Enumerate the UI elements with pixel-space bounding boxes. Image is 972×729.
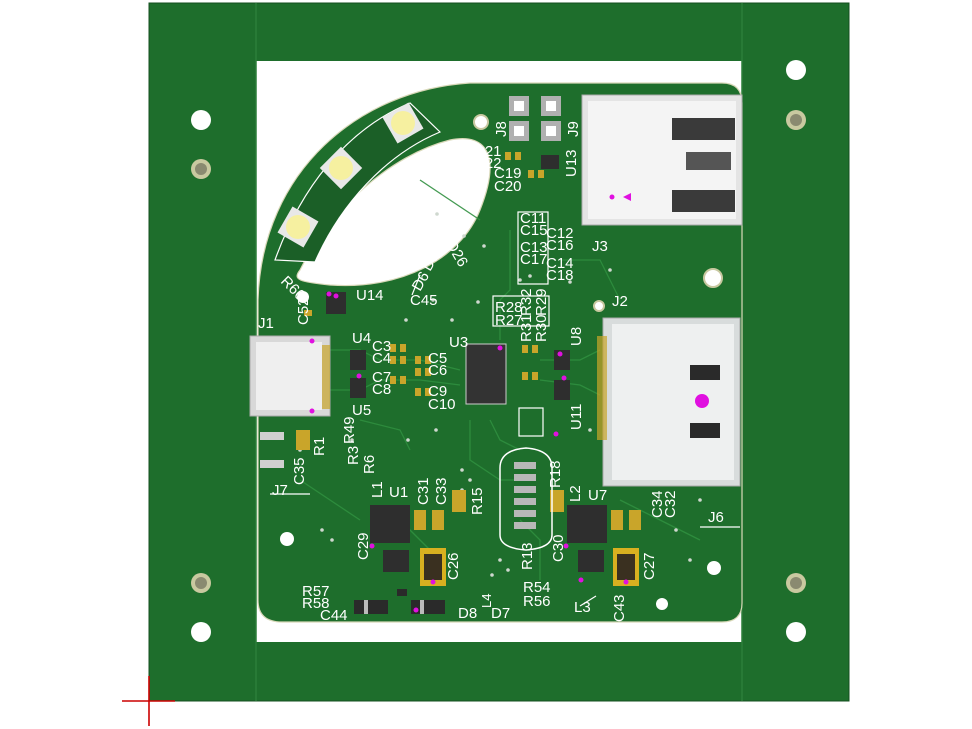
ic-small-regulators — [350, 350, 604, 572]
connector-j6-outline — [499, 447, 553, 551]
label-c3: C3 — [372, 338, 391, 355]
label-c20: C20 — [494, 178, 522, 195]
label-c16: C16 — [546, 237, 574, 254]
label-r54: R54 — [523, 579, 551, 596]
ic-u7 — [567, 505, 607, 543]
silkscreen-outlines — [270, 211, 740, 607]
label-j8: J8 — [493, 121, 510, 137]
label-r1: R1 — [311, 437, 328, 456]
label-u8: U8 — [568, 327, 585, 346]
label-c52: C52 — [295, 297, 312, 325]
label-r15: R15 — [469, 487, 486, 515]
label-j3: J3 — [592, 238, 608, 255]
label-d8: D8 — [458, 605, 477, 622]
led-1 — [277, 206, 319, 248]
tooling-holes — [191, 60, 806, 642]
label-c44: C44 — [320, 607, 348, 624]
connector-j6-pins — [514, 462, 536, 529]
label-r27: R27 — [495, 312, 523, 329]
label-j9: J9 — [565, 121, 582, 137]
label-r28: R28 — [495, 299, 523, 316]
led-2 — [319, 146, 363, 190]
label-c6: C6 — [428, 362, 447, 379]
label-j7: J7 — [272, 482, 288, 499]
pin-headers-j8-j9 — [509, 96, 561, 141]
passive-pads — [260, 152, 641, 530]
label-r3: R3 — [345, 446, 362, 465]
ic-u13 — [541, 155, 559, 169]
diodes — [354, 589, 445, 614]
label-c14: C14 — [546, 255, 574, 272]
label-c12: C12 — [546, 225, 574, 242]
label-l3: L3 — [574, 599, 591, 616]
label-u3: U3 — [449, 334, 468, 351]
label-c32: C32 — [662, 490, 679, 518]
label-c34: C34 — [649, 490, 666, 518]
label-c17: C17 — [520, 251, 548, 268]
label-c19: C19 — [494, 165, 522, 182]
label-j1: J1 — [258, 315, 274, 332]
label-c35: C35 — [291, 457, 308, 485]
label-c22: C22 — [474, 155, 502, 172]
origin-crosshair — [122, 676, 175, 726]
label-c4: C4 — [372, 350, 391, 367]
board-holes — [280, 114, 723, 610]
label-c13: C13 — [520, 239, 548, 256]
ic-u14 — [326, 292, 346, 314]
usb-c-connector-j1 — [249, 335, 331, 417]
label-c15: C15 — [520, 222, 548, 239]
label-c29: C29 — [355, 532, 372, 560]
label-c7: C7 — [372, 369, 391, 386]
label-j2: J2 — [612, 293, 628, 310]
label-u4: U4 — [352, 330, 371, 347]
label-u7: U7 — [588, 487, 607, 504]
label-u11: U11 — [568, 404, 585, 430]
label-r56: R56 — [523, 593, 551, 610]
label-r13: R13 — [519, 542, 536, 570]
led-strip — [274, 102, 442, 263]
silkscreen-labels: J1 J2 J3 J6 J7 J8 J9 U1 U3 U4 U5 U7 U8 U… — [258, 121, 724, 624]
label-u5: U5 — [352, 402, 371, 419]
label-r31: R31 — [518, 314, 535, 342]
label-c18: C18 — [546, 267, 574, 284]
label-u1: U1 — [389, 484, 408, 501]
hdmi-connector-j2 — [597, 317, 741, 487]
label-c21: C21 — [474, 143, 502, 160]
ic-u1 — [370, 505, 410, 543]
label-l4: L4 — [479, 594, 494, 608]
led-3 — [382, 102, 424, 144]
label-d7: D7 — [491, 605, 510, 622]
label-c45: C45 — [410, 292, 438, 309]
label-c27: C27 — [641, 552, 658, 580]
copper-traces — [299, 179, 701, 580]
label-c26: C26 — [445, 552, 462, 580]
label-r6: R6 — [361, 455, 378, 474]
label-c8: C8 — [372, 381, 391, 398]
label-c33: C33 — [433, 477, 450, 505]
label-c31: C31 — [415, 477, 432, 505]
label-c10: C10 — [428, 396, 456, 413]
label-r58: R58 — [302, 595, 330, 612]
label-r49: R49 — [341, 416, 358, 444]
label-r30: R30 — [533, 314, 550, 342]
label-c9: C9 — [428, 383, 447, 400]
label-c5: C5 — [428, 350, 447, 367]
ic-u3 — [465, 343, 507, 405]
tantalum-caps — [420, 548, 639, 586]
label-l2: L2 — [567, 485, 584, 502]
label-l1: L1 — [369, 481, 386, 498]
label-c30: C30 — [550, 534, 567, 562]
origin-markers — [309, 194, 629, 613]
label-u14: U14 — [356, 287, 384, 304]
label-j6: J6 — [708, 509, 724, 526]
label-u13: U13 — [563, 149, 580, 177]
label-c43: C43 — [611, 594, 628, 622]
label-r29: R29 — [533, 288, 550, 316]
usb-a-connector-j3 — [581, 94, 743, 226]
label-r18: R18 — [547, 460, 564, 488]
label-c11: C11 — [520, 210, 546, 227]
label-r57: R57 — [302, 583, 330, 600]
label-r32: R32 — [518, 288, 535, 316]
